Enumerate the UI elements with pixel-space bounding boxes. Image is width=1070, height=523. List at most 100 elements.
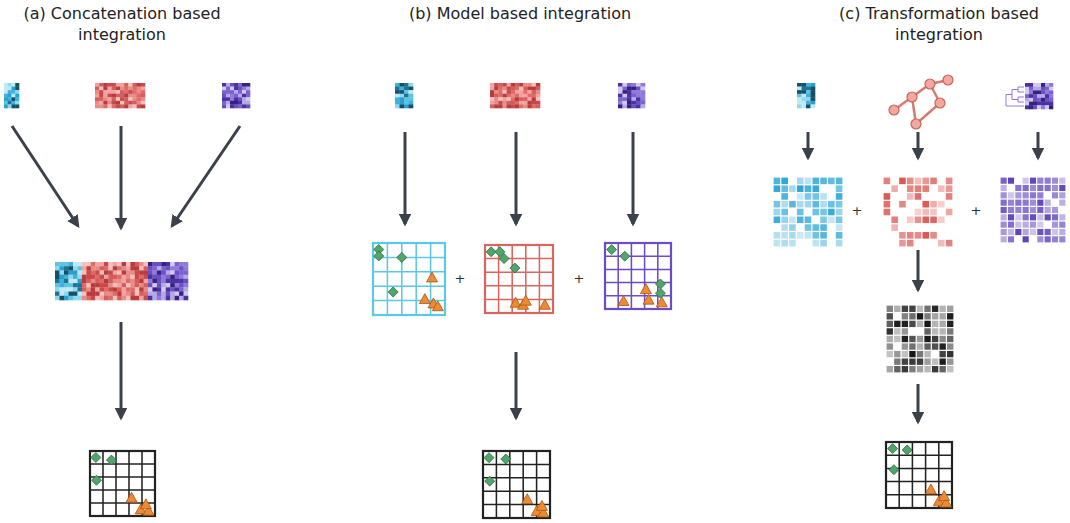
similarity-cell bbox=[915, 216, 922, 223]
heatmap-cell bbox=[238, 97, 242, 101]
heatmap-cell bbox=[60, 266, 65, 271]
heatmap-cell bbox=[161, 296, 166, 301]
heatmap-cell bbox=[148, 270, 153, 275]
heatmap-cell bbox=[179, 287, 184, 292]
heatmap-cell bbox=[104, 283, 109, 288]
orange-triangle bbox=[520, 295, 531, 305]
heatmap-cell bbox=[124, 83, 128, 87]
flow-arrow bbox=[515, 352, 518, 418]
heatmap-cell bbox=[511, 94, 515, 98]
embedding-grid bbox=[605, 243, 671, 309]
heatmap-cell bbox=[117, 283, 122, 288]
similarity-cell bbox=[820, 193, 827, 200]
heatmap-cell bbox=[1041, 83, 1045, 87]
grid-border bbox=[886, 442, 952, 508]
heatmap-cell bbox=[404, 94, 409, 98]
heatmap-cell bbox=[238, 104, 242, 108]
heatmap-cell bbox=[124, 97, 128, 101]
grid-line bbox=[102, 451, 104, 516]
heatmap-cell bbox=[60, 279, 65, 284]
heatmap-cell bbox=[148, 283, 153, 288]
heatmap-cell bbox=[152, 292, 157, 297]
heatmap-cell bbox=[120, 101, 124, 105]
heatmap-cell bbox=[1037, 98, 1041, 102]
heatmap-cell bbox=[100, 266, 105, 271]
heatmap-cell bbox=[246, 97, 250, 101]
heatmap-cell bbox=[238, 83, 242, 87]
similarity-cell bbox=[932, 358, 938, 364]
similarity-cell bbox=[774, 209, 781, 216]
heatmap-cell bbox=[82, 270, 87, 275]
heatmap-cell bbox=[166, 283, 171, 288]
similarity-cell bbox=[891, 185, 898, 192]
heatmap-cell bbox=[636, 101, 641, 105]
heatmap-cell bbox=[170, 279, 175, 284]
similarity-cell bbox=[1045, 178, 1051, 184]
heatmap-cell bbox=[122, 279, 127, 284]
flow-arrow bbox=[917, 250, 920, 290]
heatmap-cell bbox=[1029, 98, 1033, 102]
heatmap-cell bbox=[641, 101, 646, 105]
heatmap-cell bbox=[55, 287, 60, 292]
similarity-cell bbox=[930, 216, 937, 223]
heatmap-cell bbox=[494, 104, 498, 108]
heatmap-cell bbox=[124, 101, 128, 105]
heatmap-cell bbox=[144, 270, 149, 275]
heatmap-cell bbox=[404, 83, 409, 87]
similarity-cell bbox=[805, 193, 812, 200]
similarity-cell bbox=[1052, 236, 1058, 242]
heatmap-cell bbox=[128, 101, 132, 105]
similarity-cell bbox=[915, 193, 922, 200]
heatmap-cell bbox=[137, 87, 141, 91]
heatmap-cell bbox=[4, 104, 8, 108]
heatmap-cell bbox=[60, 292, 65, 297]
heatmap-cell bbox=[532, 87, 536, 91]
heatmap-cell bbox=[148, 275, 153, 280]
similarity-cell bbox=[1015, 200, 1021, 206]
heatmap-cell bbox=[179, 279, 184, 284]
heatmap-cell bbox=[116, 90, 120, 94]
heatmap-cell bbox=[1045, 102, 1049, 106]
heatmap-cell bbox=[135, 292, 140, 297]
similarity-cell bbox=[805, 178, 812, 185]
heatmap-cell bbox=[135, 296, 140, 301]
similarity-cell bbox=[789, 185, 796, 192]
similarity-matrix bbox=[884, 178, 953, 247]
heatmap-cell bbox=[503, 104, 507, 108]
heatmap-cell bbox=[806, 94, 811, 98]
similarity-cell bbox=[938, 201, 945, 208]
similarity-cell bbox=[915, 185, 922, 192]
heatmap-cell bbox=[1025, 102, 1029, 106]
heatmap-cell bbox=[184, 296, 189, 301]
heatmap-cell bbox=[627, 94, 632, 98]
grid-line bbox=[617, 243, 619, 309]
heatmap-cell bbox=[73, 266, 78, 271]
heatmap-cell bbox=[802, 97, 807, 101]
heatmap-cell bbox=[91, 275, 96, 280]
similarity-cell bbox=[939, 358, 945, 364]
heatmap-cell bbox=[494, 87, 498, 91]
similarity-cell bbox=[1030, 214, 1036, 220]
heatmap-cell bbox=[503, 83, 507, 87]
similarity-cell bbox=[781, 209, 788, 216]
heatmap-cell bbox=[641, 97, 646, 101]
panel-title: (b) Model based integration bbox=[370, 3, 670, 24]
heatmap-cell bbox=[641, 94, 646, 98]
heatmap-cell bbox=[69, 262, 74, 267]
similarity-cell bbox=[1001, 200, 1007, 206]
heatmap-cell bbox=[494, 101, 498, 105]
heatmap-cell bbox=[100, 292, 105, 297]
heatmap-cell bbox=[126, 283, 131, 288]
heatmap-cell bbox=[135, 287, 140, 292]
heatmap-cell bbox=[78, 262, 83, 267]
heatmap-cell bbox=[99, 97, 103, 101]
heatmap-cell bbox=[122, 262, 127, 267]
heatmap-cell bbox=[802, 104, 807, 108]
green-diamond bbox=[902, 445, 912, 455]
data-heatmap bbox=[95, 83, 145, 108]
heatmap-cell bbox=[128, 83, 132, 87]
data-heatmap bbox=[797, 83, 815, 108]
heatmap-cell bbox=[116, 87, 120, 91]
similarity-cell bbox=[1008, 214, 1014, 220]
heatmap-cell bbox=[82, 275, 87, 280]
